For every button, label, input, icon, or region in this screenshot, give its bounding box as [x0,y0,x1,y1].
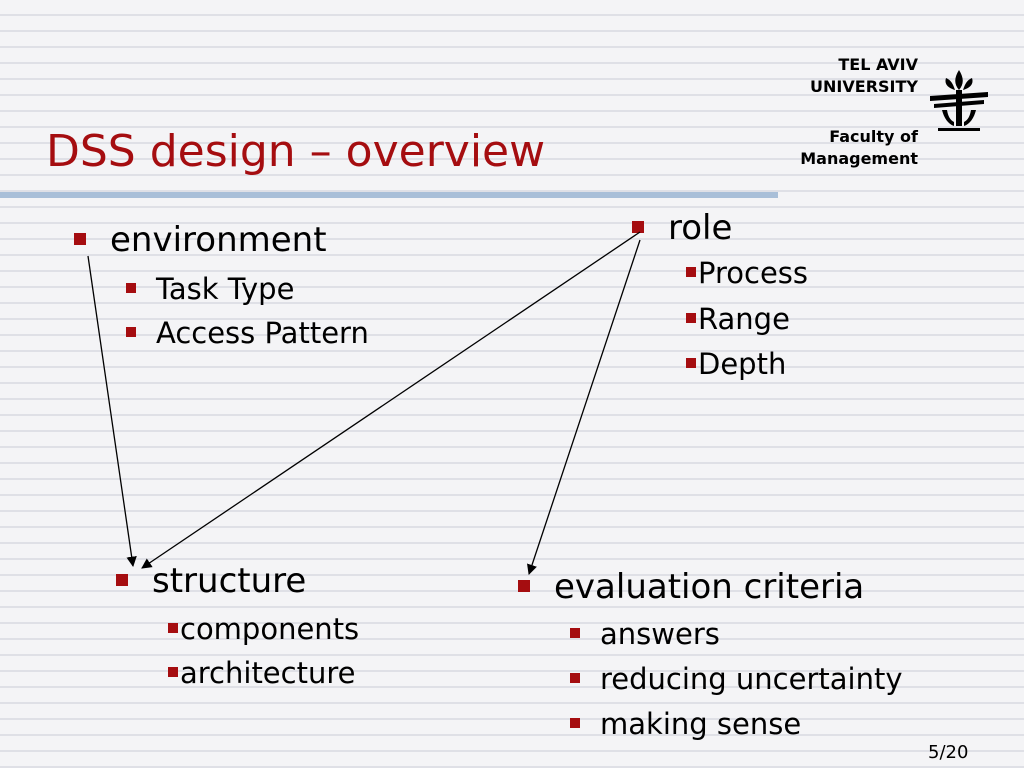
faculty-name: Faculty of Management [800,126,918,170]
structure-item-components: components [180,612,360,646]
bullet-icon [570,718,580,728]
faculty-line-1: Faculty of [829,127,918,146]
role-item-process: Process [698,256,809,290]
list-item: making sense [570,707,801,741]
structure-item-architecture: architecture [180,656,356,690]
list-item: answers [570,617,720,651]
role-heading: role [632,208,732,248]
bullet-icon [686,358,696,368]
bullet-icon [686,267,696,277]
evaluation-label: evaluation criteria [554,567,865,607]
bullet-icon [570,673,580,683]
list-item: Range [686,302,790,336]
evaluation-heading: evaluation criteria [518,567,864,607]
list-item: architecture [168,656,355,690]
bullet-icon [570,628,580,638]
list-item: Task Type [126,272,294,306]
bullet-icon [632,220,644,233]
evaluation-item-answers: answers [600,617,720,651]
arrow-role-to-evaluation [527,239,641,575]
evaluation-item-making-sense: making sense [600,707,802,741]
university-logo-icon [930,70,988,131]
title-divider [0,192,778,198]
role-label: role [668,208,733,248]
slide-title: DSS design – overview [46,126,546,177]
bullet-icon [168,623,178,633]
bullet-icon [518,579,530,592]
list-item: components [168,612,359,646]
arrow-role-to-structure [141,231,641,569]
structure-heading: structure [116,561,306,601]
bullet-icon [126,283,136,293]
list-item: Access Pattern [126,316,369,350]
bullet-icon [126,327,136,337]
evaluation-item-reducing-uncertainty: reducing uncertainty [600,662,903,696]
list-item: Depth [686,347,786,381]
environment-item-task-type: Task Type [156,272,295,306]
bullet-icon [168,667,178,677]
environment-item-access-pattern: Access Pattern [156,316,369,350]
university-line-2: UNIVERSITY [810,77,918,96]
role-item-range: Range [698,302,790,336]
arrow-environment-to-structure [87,255,137,568]
structure-label: structure [152,561,307,601]
university-name: TEL AVIV UNIVERSITY [810,54,918,98]
role-item-depth: Depth [698,347,787,381]
bullet-icon [686,313,696,323]
faculty-line-2: Management [800,149,918,168]
bullet-icon [74,232,86,245]
page-number: 5/20 [928,742,969,763]
list-item: reducing uncertainty [570,662,903,696]
list-item: Process [686,256,808,290]
university-line-1: TEL AVIV [838,55,918,74]
bullet-icon [116,573,128,586]
environment-heading: environment [74,220,327,260]
environment-label: environment [110,220,327,260]
